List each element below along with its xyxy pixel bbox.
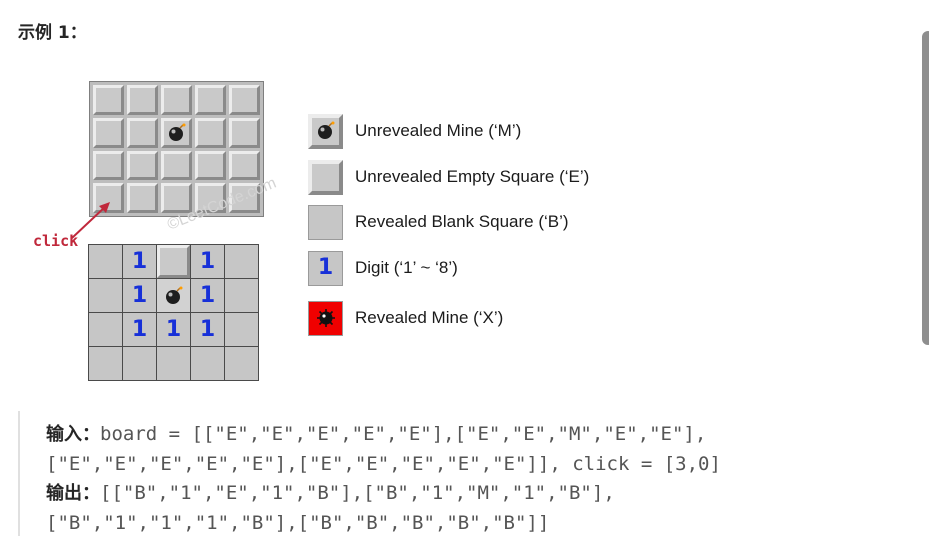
digit-icon: 1 (308, 250, 343, 286)
board-cell[interactable] (93, 85, 124, 115)
board-cell[interactable] (161, 183, 192, 213)
unrevealed-mine-icon (308, 113, 343, 149)
board-cell[interactable] (123, 347, 156, 380)
mine-icon (168, 123, 185, 141)
legend-item-digit: 1 Digit (‘1’ ~ ‘8’) (308, 250, 458, 286)
legend-label: Unrevealed Mine (‘M’) (355, 121, 522, 140)
board-cell[interactable]: 1 (157, 313, 190, 346)
revealed-blank-square-icon (308, 204, 343, 240)
output-line-2: ["B","1","1","1","B"],["B","B","B","B","… (46, 511, 550, 534)
revealed-mine-icon (308, 300, 343, 336)
click-label: click (33, 232, 79, 250)
board-before-click (89, 81, 264, 217)
click-arrow-icon (71, 202, 110, 239)
cell-digit: 1 (165, 316, 182, 342)
legend-item-unrevealed-mine: Unrevealed Mine (‘M’) (308, 113, 521, 149)
board-cell[interactable] (191, 347, 224, 380)
output-value-1: [["B","1","E","1","B"],["B","1","M","1",… (100, 482, 615, 504)
board-cell[interactable] (89, 347, 122, 380)
input-line-1: 输入：board = [["E","E","E","E","E"],["E","… (46, 420, 898, 450)
board-cell[interactable] (225, 313, 258, 346)
cell-digit: 1 (131, 316, 148, 342)
board-cell[interactable] (195, 85, 226, 115)
board-cell[interactable] (225, 245, 258, 278)
cell-digit: 1 (131, 248, 148, 274)
board-cell[interactable] (161, 85, 192, 115)
board-cell[interactable] (195, 117, 226, 148)
board-cell[interactable] (127, 183, 158, 213)
board-cell[interactable] (229, 150, 260, 181)
board-cell[interactable] (127, 117, 158, 148)
digit-icon-text: 1 (317, 255, 334, 280)
output-line-1: 输出：[["B","1","E","1","B"],["B","1","M","… (46, 479, 898, 509)
board-cell[interactable] (225, 347, 258, 380)
board-cell[interactable] (157, 279, 190, 312)
board-cell[interactable] (229, 183, 260, 213)
board-cell[interactable] (93, 117, 124, 148)
cell-digit: 1 (199, 282, 216, 308)
board-cell[interactable]: 1 (191, 245, 224, 278)
legend-label: Digit (‘1’ ~ ‘8’) (355, 258, 458, 277)
legend-label: Revealed Mine (‘X’) (355, 308, 504, 327)
board-cell[interactable] (89, 245, 122, 278)
example-code-block: 输入：board = [["E","E","E","E","E"],["E","… (18, 411, 898, 536)
board-cell[interactable] (161, 117, 192, 148)
unrevealed-empty-square-icon (308, 159, 343, 195)
output-label: 输出： (46, 483, 100, 504)
legend-label: Unrevealed Empty Square (‘E’) (355, 167, 590, 186)
legend-item-unrevealed-empty: Unrevealed Empty Square (‘E’) (308, 159, 589, 195)
board-cell[interactable]: 1 (123, 245, 156, 278)
board-cell[interactable] (127, 85, 158, 115)
legend-label: Revealed Blank Square (‘B’) (355, 212, 569, 231)
board-cell[interactable] (229, 85, 260, 115)
input-value-1: board = [["E","E","E","E","E"],["E","E",… (100, 423, 707, 445)
board-cell[interactable] (195, 183, 226, 213)
board-cell[interactable] (195, 150, 226, 181)
board-cell[interactable] (127, 150, 158, 181)
legend-item-revealed-mine: Revealed Mine (‘X’) (308, 300, 503, 336)
board-cell[interactable]: 1 (191, 313, 224, 346)
board-cell[interactable] (157, 347, 190, 380)
board-cell[interactable]: 1 (123, 313, 156, 346)
board-cell[interactable] (229, 117, 260, 148)
board-cell[interactable] (161, 150, 192, 181)
page-title: 示例 1： (18, 23, 87, 43)
page-scrollbar[interactable] (922, 31, 929, 345)
mine-icon (165, 286, 182, 304)
cell-digit: 1 (131, 282, 148, 308)
cell-digit: 1 (199, 248, 216, 274)
legend-item-revealed-blank: Revealed Blank Square (‘B’) (308, 204, 569, 240)
input-line-2: ["E","E","E","E","E"],["E","E","E","E","… (46, 452, 721, 475)
board-cell[interactable] (93, 183, 124, 213)
cell-digit: 1 (199, 316, 216, 342)
board-cell[interactable] (157, 245, 190, 278)
board-cell[interactable] (93, 150, 124, 181)
board-cell[interactable]: 1 (191, 279, 224, 312)
board-cell[interactable]: 1 (123, 279, 156, 312)
board-cell[interactable] (89, 279, 122, 312)
board-cell[interactable] (225, 279, 258, 312)
board-cell[interactable] (89, 313, 122, 346)
input-label: 输入： (46, 424, 100, 445)
